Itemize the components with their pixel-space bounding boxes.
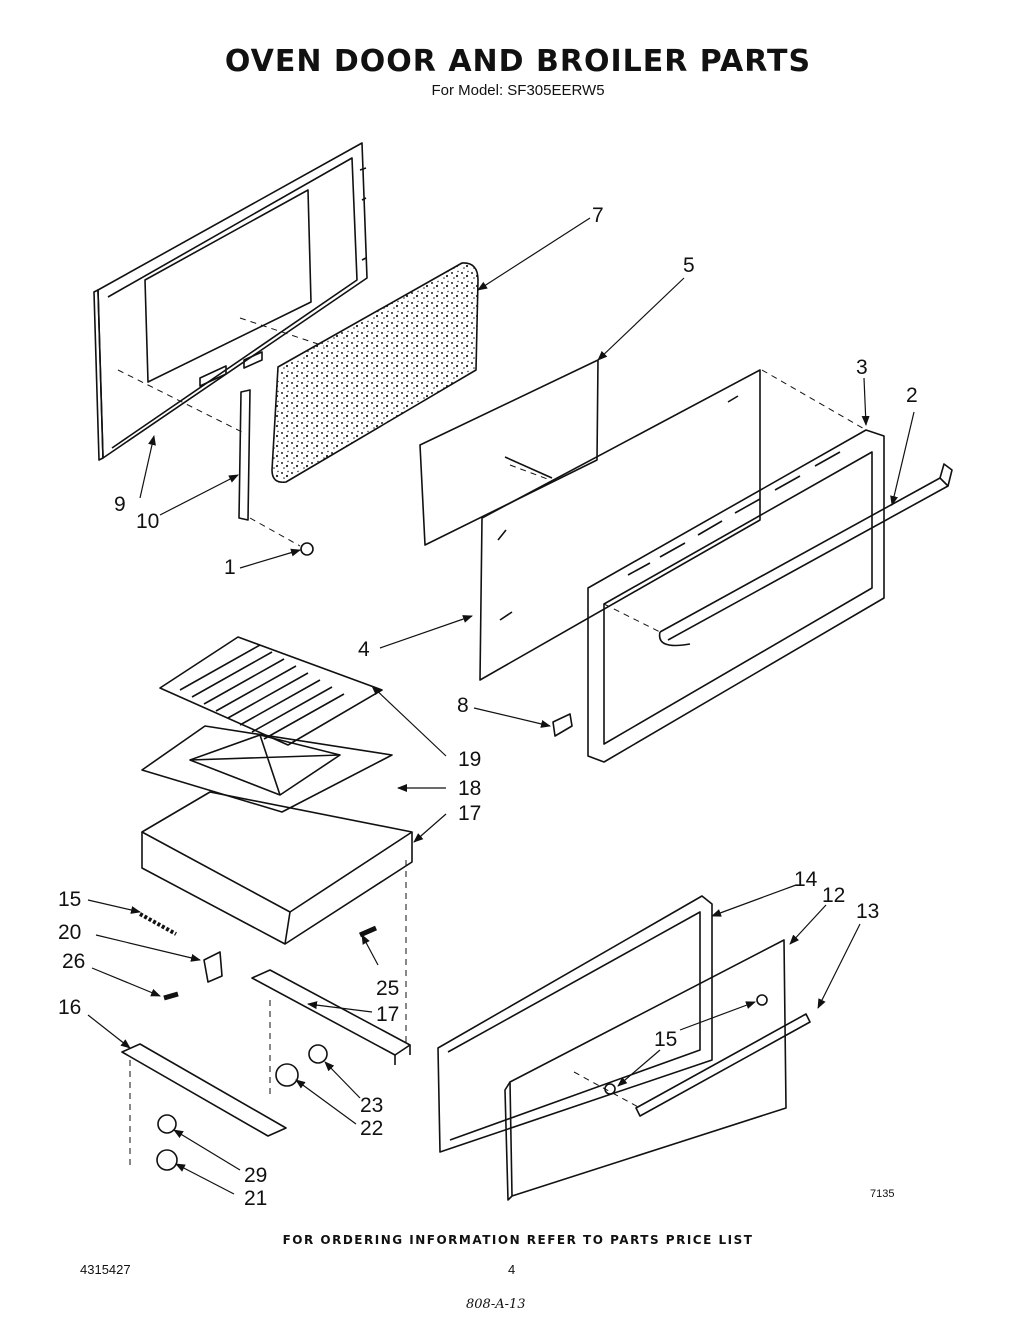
foot-part — [157, 1114, 177, 1134]
callout-7: 7 — [592, 204, 604, 227]
upper-bracket — [251, 969, 411, 1065]
callout-20: 19 — [458, 748, 481, 771]
latch-clip — [203, 951, 223, 983]
callout-4: 4 — [358, 638, 370, 661]
drawer-bumper — [604, 1083, 616, 1095]
hinge-clip — [552, 713, 573, 737]
callout-2: 2 — [906, 384, 918, 407]
callout-24: 23 — [360, 1094, 383, 1117]
hinge-channel — [238, 389, 251, 521]
trim-strip — [635, 1013, 811, 1117]
callout-14: 15 — [654, 1028, 677, 1051]
document-number: 4315427 — [80, 1262, 131, 1277]
callout-19: 18 — [458, 777, 481, 800]
outer-door-frame — [587, 429, 885, 763]
insulation-pad — [271, 262, 479, 484]
bumper-part — [275, 1063, 299, 1087]
broiler-pan — [141, 791, 413, 945]
callout-1: 1 — [224, 556, 236, 579]
spring-part — [139, 912, 177, 936]
inner-door-panel — [93, 142, 368, 461]
callout-13: 13 — [856, 900, 879, 923]
screw-part — [300, 542, 314, 556]
latch-screw — [163, 991, 179, 1001]
outer-glass — [479, 369, 761, 681]
callout-26: 26 — [62, 950, 85, 973]
leveling-leg — [156, 1149, 178, 1171]
callout-15: 14 — [794, 868, 818, 891]
page-title: OVEN DOOR AND BROILER PARTS — [224, 44, 812, 79]
callout-9: 9 — [114, 493, 126, 516]
drawing-number: 7135 — [870, 1188, 895, 1200]
callout-29: 29 — [244, 1164, 267, 1187]
assembly-lines — [117, 317, 867, 1165]
callout-10: 10 — [136, 510, 159, 533]
model-subtitle: For Model: SF305EERW5 — [431, 82, 605, 99]
drawer-inner-panel — [437, 895, 713, 1153]
callout-17-lower: 16 — [58, 996, 81, 1019]
glide-part — [308, 1044, 328, 1064]
ordering-note: FOR ORDERING INFORMATION REFER TO PARTS … — [282, 1233, 754, 1247]
callout-25: 25 — [376, 977, 399, 1000]
callout-16: 15 — [58, 888, 81, 911]
callout-17-upper: 17 — [376, 1003, 399, 1026]
broiler-grid — [159, 636, 383, 746]
callout-23: 22 — [360, 1117, 383, 1140]
drawer-bumper — [756, 994, 768, 1006]
callout-22: 21 — [244, 1187, 267, 1210]
door-handle — [658, 463, 953, 647]
pin-part — [358, 925, 378, 938]
callout-18: 17 — [458, 802, 481, 825]
inner-glass — [419, 359, 599, 546]
broiler-pan-insert — [141, 725, 393, 813]
drawer-front — [504, 939, 787, 1201]
page-number: 4 — [508, 1262, 516, 1277]
callout-8: 8 — [457, 694, 469, 717]
callout-12: 12 — [822, 884, 845, 907]
callout-5: 5 — [683, 254, 695, 277]
callout-leaders — [87, 217, 915, 1195]
handwritten-note: 808-A-13 — [466, 1297, 526, 1312]
callout-numbers: 7 5 3 2 9 10 1 4 8 19 18 17 15 20 26 16 … — [58, 204, 918, 1210]
callout-3: 3 — [856, 356, 868, 379]
callout-21: 20 — [58, 921, 81, 944]
lower-bracket — [121, 1043, 287, 1137]
